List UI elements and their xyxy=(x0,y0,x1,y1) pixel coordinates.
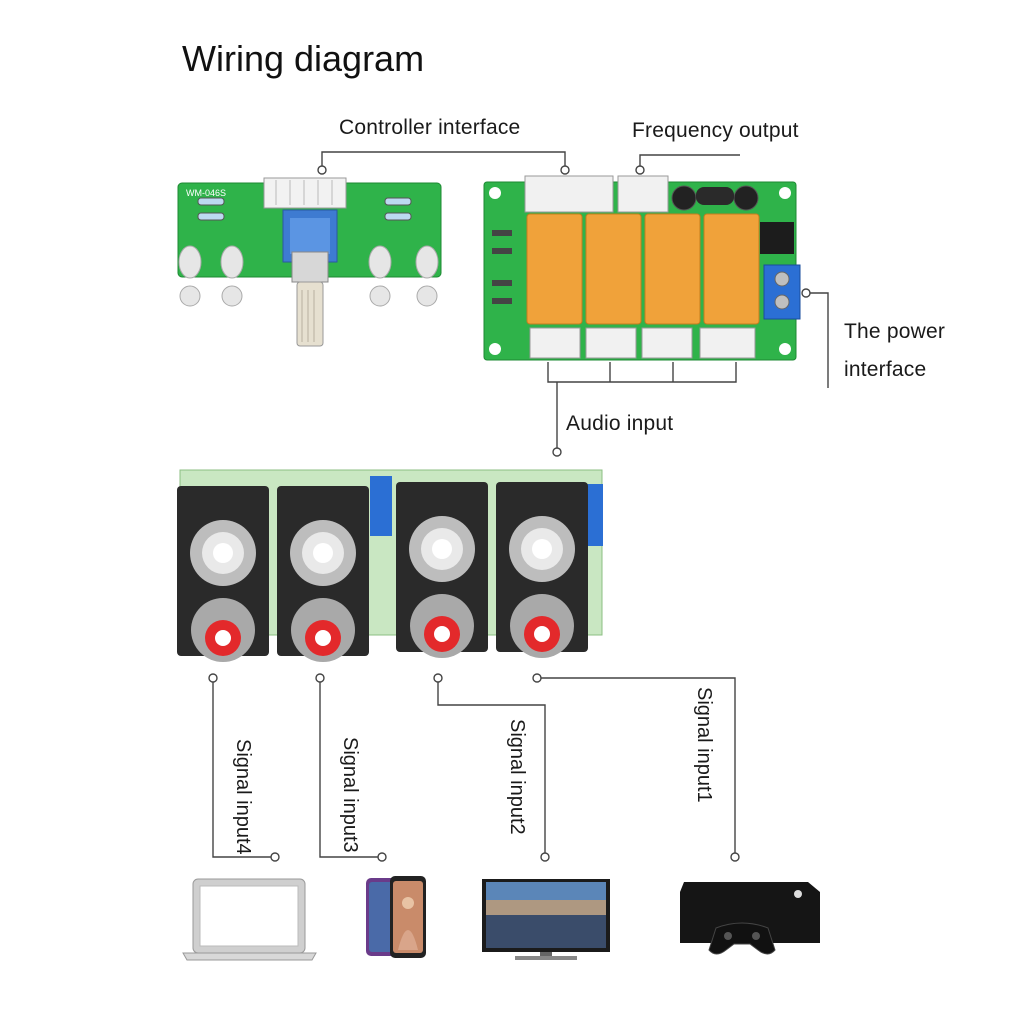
tv-icon xyxy=(482,879,610,960)
smartphone-icon xyxy=(366,876,426,958)
page-title: Wiring diagram xyxy=(182,38,425,79)
game-console-icon xyxy=(680,882,820,955)
controller-board: WM-046S xyxy=(177,177,442,347)
rca-jacks xyxy=(177,482,588,662)
resistors xyxy=(197,197,412,221)
controller-interface-label: Controller interface xyxy=(339,116,521,139)
power-interface-label-line2: interface xyxy=(844,358,927,381)
power-interface-label-line1: The power xyxy=(844,320,946,343)
audio-input-label: Audio input xyxy=(566,412,674,435)
signal-input-3-label: Signal input3 xyxy=(339,737,361,853)
laptop-icon xyxy=(182,878,317,961)
relay-board xyxy=(483,175,801,361)
rca-board xyxy=(177,469,603,662)
leader-dots xyxy=(208,165,811,862)
controller-board-marking: WM-046S xyxy=(186,188,226,198)
frequency-output-label: Frequency output xyxy=(632,119,799,142)
leds xyxy=(178,245,439,307)
relays xyxy=(526,213,760,325)
leader-lines xyxy=(212,151,829,858)
signal-input-4-label: Signal input4 xyxy=(232,739,254,855)
signal-input-2-label: Signal input2 xyxy=(506,719,528,835)
signal-input-1-label: Signal input1 xyxy=(693,687,715,803)
